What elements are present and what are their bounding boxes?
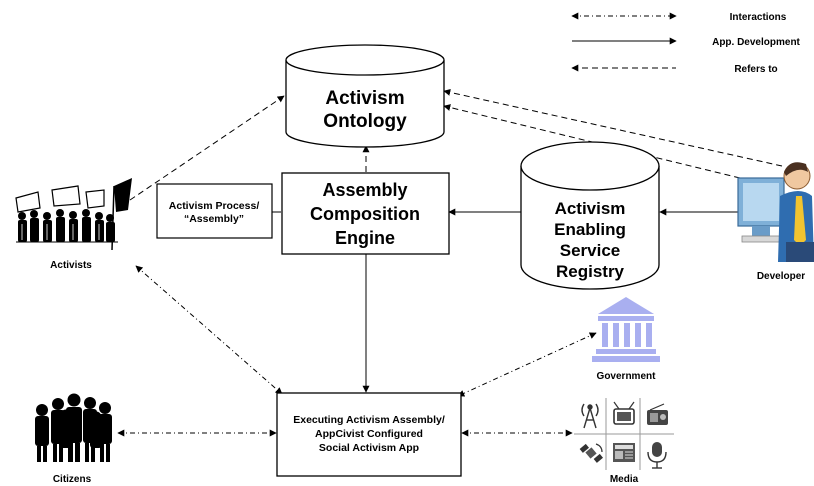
activism-process-node: Activism Process/ “Assembly”: [156, 183, 273, 239]
government-actor: Government: [592, 297, 660, 382]
edge-activists-app: [135, 265, 283, 395]
media-label: Media: [610, 474, 639, 485]
registry-cylinder-top: [520, 141, 660, 191]
ontology-label-line2: Ontology: [323, 111, 407, 132]
ontology-cylinder-top: [285, 44, 445, 76]
legend-refers-to-label: Refers to: [734, 64, 777, 75]
protest-crowd-icon: [15, 178, 132, 251]
media-actor: Media: [574, 398, 674, 485]
activists-label: Activists: [50, 260, 92, 271]
app-box: [276, 392, 462, 477]
media-grid: [574, 398, 674, 470]
newspaper-icon: [613, 443, 635, 462]
service-registry-node: Activism Enabling Service Registry: [520, 141, 660, 290]
registry-label-line2: Enabling: [554, 220, 626, 239]
app-label-line3: Social Activism App: [319, 442, 419, 454]
edge-activists-to-ontology: [129, 95, 285, 201]
registry-cylinder: [520, 166, 660, 290]
developer-label: Developer: [757, 271, 805, 282]
tv-icon: [613, 401, 635, 425]
satellite-icon: [579, 443, 603, 463]
ontology-cylinder: [285, 60, 445, 148]
radio-tower-icon: [581, 403, 599, 429]
legend-app-development-label: App. Development: [712, 37, 800, 48]
process-label-line2: “Assembly”: [184, 213, 244, 225]
process-box: [156, 183, 273, 239]
registry-label-line4: Registry: [556, 262, 625, 281]
connectors: [117, 88, 783, 437]
legend-interactions-label: Interactions: [730, 12, 787, 23]
government-label: Government: [597, 371, 657, 382]
process-label-line1: Activism Process/: [169, 200, 260, 212]
activists-actor: Activists: [15, 178, 132, 271]
developer-at-computer-icon: [737, 162, 814, 262]
assembly-composition-engine-node: Assembly Composition Engine: [281, 172, 450, 255]
activism-ontology-node: Activism Ontology: [285, 44, 445, 148]
developer-actor: Developer: [737, 162, 814, 282]
citizens-actor: Citizens: [35, 393, 112, 485]
government-building-icon: [592, 297, 660, 362]
legend: Interactions App. Development Refers to: [571, 12, 801, 75]
engine-label-line3: Engine: [335, 228, 395, 248]
edge-government-app: [457, 332, 597, 397]
citizens-label: Citizens: [53, 474, 92, 485]
app-label-line2: AppCivist Configured: [315, 428, 423, 440]
citizens-silhouette-icon: [35, 393, 112, 462]
radio-icon: [647, 403, 668, 425]
edge-developer-to-ontology-a: [443, 88, 783, 167]
app-label-line1: Executing Activism Assembly/: [293, 414, 445, 426]
registry-label-line3: Service: [560, 241, 621, 260]
engine-label-line1: Assembly: [322, 180, 407, 200]
engine-box: [281, 172, 450, 255]
engine-label-line2: Composition: [310, 204, 420, 224]
ontology-label-line1: Activism: [325, 88, 404, 109]
executing-app-node: Executing Activism Assembly/ AppCivist C…: [276, 392, 462, 477]
microphone-icon: [647, 442, 667, 469]
registry-label-line1: Activism: [555, 199, 626, 218]
